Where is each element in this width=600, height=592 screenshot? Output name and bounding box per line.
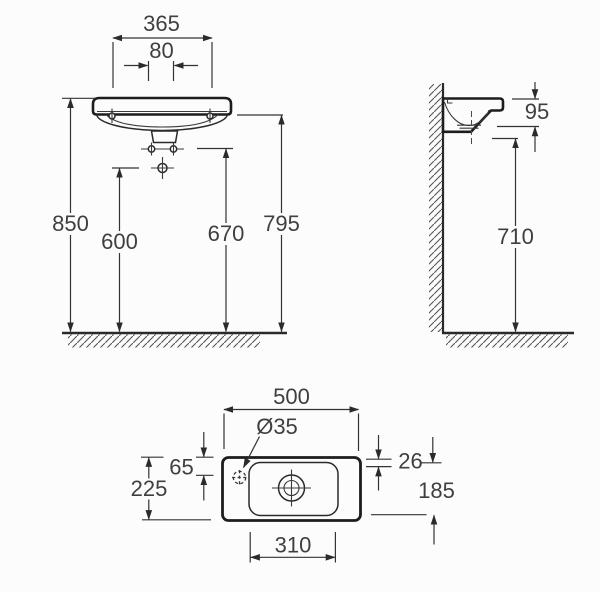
dim-bowl-depth: 185 <box>418 478 455 503</box>
dim-drain-height: 600 <box>101 229 138 254</box>
dim-tap-hole-diameter: Ø35 <box>256 414 298 439</box>
dim-hole-spacing: 80 <box>149 38 173 63</box>
side-floor-hatch <box>446 334 568 348</box>
label-mask <box>99 231 140 253</box>
dim-plan-depth: 225 <box>131 476 168 501</box>
dim-tap-hole-offset: 65 <box>169 455 193 480</box>
label-mask <box>205 223 247 245</box>
bowl-curve <box>105 114 219 128</box>
overflow-notch <box>446 98 453 104</box>
dim-plan-width: 500 <box>273 384 310 409</box>
dim-front-depth: 95 <box>525 99 549 124</box>
dim-rim-width: 26 <box>398 449 422 474</box>
dim-bolt-height: 670 <box>208 221 245 246</box>
label-mask <box>128 478 170 500</box>
dim-rim-height: 850 <box>52 211 89 236</box>
leader-line <box>242 436 261 469</box>
trap-outline <box>150 130 179 144</box>
front-floor-hatch <box>68 334 260 348</box>
dim-bowl-width: 310 <box>275 533 312 558</box>
label-mask <box>495 226 536 248</box>
wall-hatch <box>429 84 443 332</box>
label-mask <box>261 213 302 235</box>
label-mask <box>50 213 91 235</box>
basin-profile <box>441 97 505 134</box>
bowl-plan-outline <box>248 461 339 517</box>
plan-view: Ø35 500 65 225 26 185 310 <box>128 384 455 563</box>
side-view: 95 710 <box>429 82 574 348</box>
dim-overall-width: 365 <box>143 11 180 36</box>
dim-underside-height: 795 <box>263 211 300 236</box>
front-view: 365 80 850 600 670 795 <box>50 11 302 348</box>
basin-rim-front <box>91 96 233 116</box>
dim-side-underside-height: 710 <box>497 224 534 249</box>
